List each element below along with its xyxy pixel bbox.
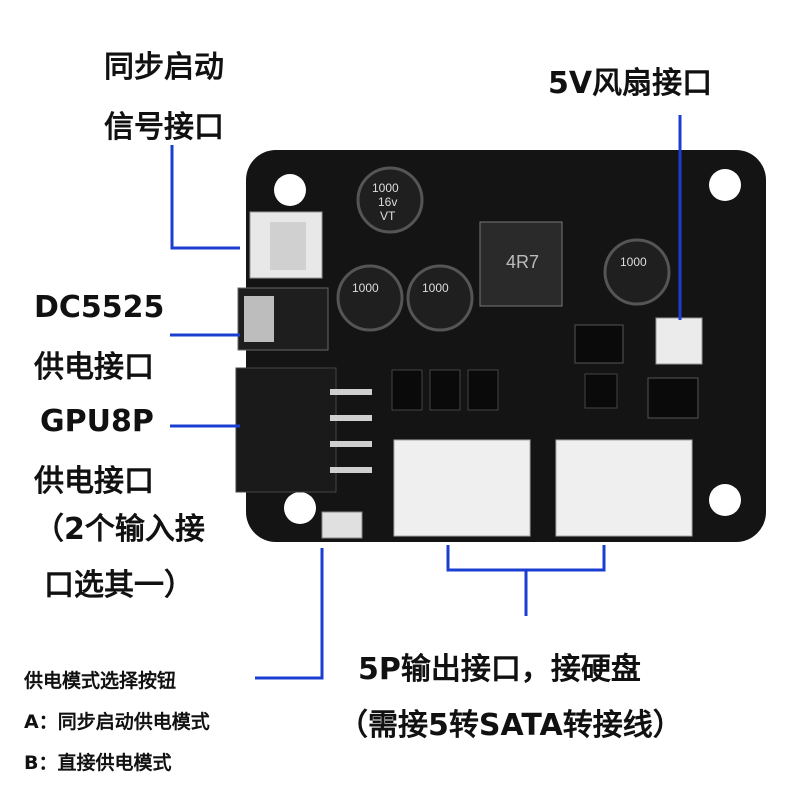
svg-text:1000: 1000	[352, 281, 379, 295]
gpu-pins	[330, 389, 372, 473]
sync-label-line1: 同步启动	[104, 50, 224, 85]
svg-text:1000: 1000	[620, 255, 647, 269]
capacitor: 1000 16v VT	[356, 166, 424, 234]
output-connector-jk4	[393, 439, 531, 537]
gpu-connector	[235, 367, 337, 493]
capacitor: 1000	[603, 238, 671, 306]
mosfet	[574, 324, 624, 364]
fan-connector	[655, 317, 703, 365]
mount-hole	[274, 174, 306, 206]
ic-chip	[584, 373, 618, 409]
ic-chip	[429, 369, 461, 411]
mode-title: 供电模式选择按钮	[24, 670, 177, 692]
capacitor: 1000	[336, 264, 404, 332]
ic-chip	[391, 369, 423, 411]
ic-chip	[467, 369, 499, 411]
gpu-label-line3: （2个输入接	[34, 512, 205, 547]
svg-text:4R7: 4R7	[506, 252, 539, 272]
output-connector-jk5	[555, 439, 693, 537]
capacitor: 1000	[406, 264, 474, 332]
mode-switch	[321, 511, 363, 539]
sync-label-line2: 信号接口	[104, 110, 224, 145]
mount-hole	[709, 484, 741, 516]
mosfet	[647, 377, 699, 419]
output-label-line2: （需接5转SATA转接线）	[338, 708, 683, 743]
mount-hole	[284, 492, 316, 524]
dc5525-label-line2: 供电接口	[34, 350, 154, 385]
gpu-label-line1: GPU8P	[40, 404, 154, 439]
svg-text:VT: VT	[380, 209, 396, 223]
mode-b: B：直接供电模式	[24, 752, 172, 774]
svg-text:16v: 16v	[378, 195, 397, 209]
leader-mode	[255, 548, 324, 680]
leader-sync	[170, 145, 240, 250]
inductor	[479, 221, 563, 307]
dc5525-label-line1: DC5525	[34, 290, 165, 325]
output-label-line1: 5P输出接口，接硬盘	[358, 652, 641, 687]
leader-output	[446, 545, 606, 572]
svg-text:1000: 1000	[372, 181, 399, 195]
mount-hole	[709, 169, 741, 201]
fan-port-label: 5V风扇接口	[548, 66, 713, 101]
gpu-label-line2: 供电接口	[34, 464, 154, 499]
svg-text:1000: 1000	[422, 281, 449, 295]
gpu-label-line4: 口选其一）	[44, 568, 194, 603]
mode-a: A：同步启动供电模式	[24, 711, 210, 733]
